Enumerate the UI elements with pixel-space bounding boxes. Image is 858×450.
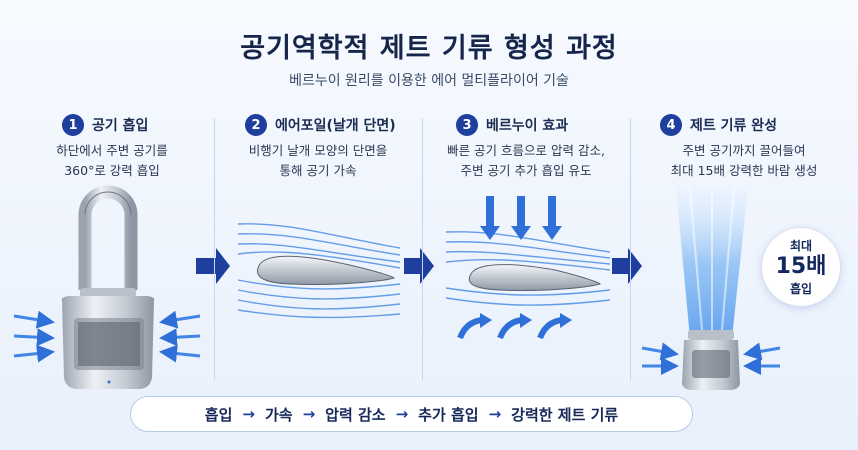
step-desc-line: 360°로 강력 흡입 — [64, 163, 160, 178]
suction-arrows-curved — [457, 317, 563, 340]
step-arrow-1-2 — [196, 248, 230, 284]
fan-device-step1 — [61, 185, 155, 389]
process-step: 흡입 — [204, 405, 233, 424]
fan-device-step4 — [682, 330, 740, 390]
step-3-header: 3 베르누이 효과 — [456, 114, 568, 136]
arrow-right-icon: → — [395, 405, 409, 423]
page-title: 공기역학적 제트 기류 형성 과정 — [240, 33, 618, 64]
step-1-header: 1 공기 흡입 — [62, 114, 148, 136]
step-title: 베르누이 효과 — [486, 118, 569, 134]
max-intake-badge: 최대 15배 흡입 — [761, 227, 841, 307]
step-number-badge: 2 — [245, 114, 267, 136]
jet-stream-step4 — [676, 187, 748, 338]
badge-label-top: 최대 — [789, 239, 813, 253]
process-step: 강력한 제트 기류 — [511, 405, 619, 424]
streamlines-step3 — [445, 231, 611, 306]
step-desc-line: 최대 15배 강력한 바람 생성 — [670, 163, 818, 178]
step-arrow-2-3 — [404, 248, 434, 284]
intake-arrows-step1 — [13, 310, 201, 363]
step-3-description: 빠른 공기 흐름으로 압력 감소, 주변 공기 추가 흡입 유도 — [426, 141, 626, 181]
arrow-right-icon: → — [242, 405, 255, 423]
step-number-badge: 3 — [456, 114, 478, 136]
arrow-right-icon: → — [488, 405, 502, 423]
step-4-header: 4 제트 기류 완성 — [660, 114, 777, 136]
step-desc-line: 빠른 공기 흐름으로 압력 감소, — [447, 143, 605, 158]
process-step: 가속 — [264, 405, 293, 424]
step-number-badge: 1 — [62, 114, 84, 136]
divider-2 — [422, 118, 423, 380]
step-desc-line: 하단에서 주변 공기를 — [56, 143, 168, 158]
step-desc-line: 주변 공기까지 끌어들여 — [682, 143, 806, 158]
step-desc-line: 주변 공기 추가 흡입 유도 — [460, 163, 592, 178]
step-desc-line: 통해 공기 가속 — [279, 163, 357, 178]
step-arrow-3-4 — [612, 248, 642, 284]
intake-arrows-step4 — [641, 342, 781, 375]
step-desc-line: 비행기 날개 모양의 단면을 — [248, 143, 388, 158]
badge-label-bottom: 흡입 — [789, 282, 813, 296]
step-2-header: 2 에어포일(날개 단면) — [245, 114, 396, 136]
arrow-right-icon: → — [302, 405, 316, 423]
step-4-description: 주변 공기까지 끌어들여 최대 15배 강력한 바람 생성 — [636, 141, 852, 181]
process-step: 추가 흡입 — [418, 405, 479, 424]
step-1-description: 하단에서 주변 공기를 360°로 강력 흡입 — [12, 141, 212, 181]
airfoil-step3 — [468, 264, 601, 292]
streamlines-step2 — [237, 223, 401, 319]
step-title: 에어포일(날개 단면) — [275, 118, 396, 134]
pressure-arrows-down — [480, 196, 562, 240]
badge-value: 15배 — [775, 254, 827, 279]
divider-1 — [214, 118, 215, 380]
step-2-description: 비행기 날개 모양의 단면을 통해 공기 가속 — [218, 141, 418, 181]
step-number-badge: 4 — [660, 114, 682, 136]
process-step: 압력 감소 — [325, 405, 386, 424]
page-subtitle: 베르누이 원리를 이용한 에어 멀티플라이어 기술 — [289, 73, 569, 89]
divider-3 — [630, 118, 631, 380]
step-title: 제트 기류 완성 — [690, 118, 778, 134]
process-summary-bar: 흡입 → 가속 → 압력 감소 → 추가 흡입 → 강력한 제트 기류 — [130, 396, 693, 432]
step-title: 공기 흡입 — [92, 118, 149, 134]
airfoil-step2 — [257, 255, 395, 286]
